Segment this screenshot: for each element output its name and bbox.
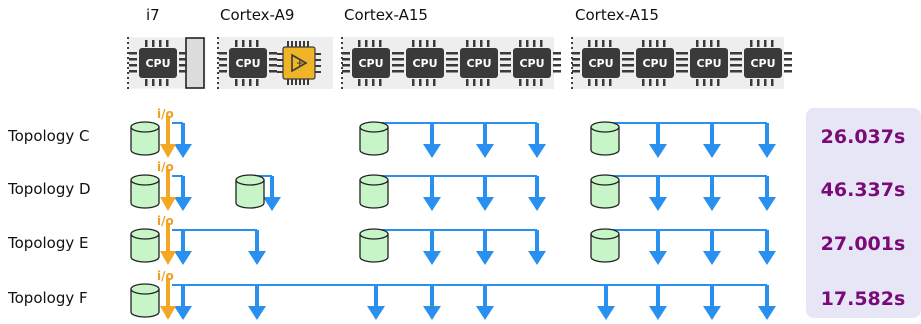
cpu-chip-icon: CPU bbox=[734, 40, 792, 86]
storage-cylinder-icon bbox=[590, 174, 620, 209]
storage-cylinder-icon bbox=[359, 174, 389, 209]
i7-board: CPU bbox=[127, 36, 207, 90]
down-arrow-icon bbox=[174, 285, 192, 320]
down-arrow-icon bbox=[703, 176, 721, 211]
cpu-chip-label: CPU bbox=[519, 57, 544, 70]
processor-label-cortex-a9: Cortex-A9 bbox=[220, 6, 294, 24]
down-arrow-icon bbox=[423, 123, 441, 158]
svg-text:CPU: CPU bbox=[358, 57, 383, 70]
down-arrow-icon bbox=[423, 285, 441, 320]
cpu-chip-icon: CPU bbox=[219, 40, 277, 86]
cortex-a15-board-2: CPU CPU CPU CPU bbox=[571, 37, 792, 89]
time-panel bbox=[806, 108, 921, 318]
cpu-chip-label: CPU bbox=[642, 57, 667, 70]
down-arrow-icon bbox=[703, 123, 721, 158]
down-arrow-icon bbox=[528, 176, 546, 211]
cpu-chip-icon: CPU bbox=[450, 40, 508, 86]
down-arrow-icon bbox=[758, 285, 776, 320]
storage-cylinder-icon bbox=[130, 174, 160, 209]
fpga-chip-icon bbox=[276, 40, 322, 86]
down-arrow-icon bbox=[597, 285, 615, 320]
cpu-chip-label: CPU bbox=[588, 57, 613, 70]
down-arrow-icon bbox=[703, 285, 721, 320]
topology-label: Topology D bbox=[7, 180, 91, 198]
topology-label: Topology C bbox=[7, 127, 89, 145]
cpu-chip-icon: CPU bbox=[572, 40, 630, 86]
cortex-a9-board: CPU bbox=[217, 37, 333, 89]
storage-cylinder-icon bbox=[359, 228, 389, 263]
cpu-chip-icon: CPU bbox=[680, 40, 738, 86]
topology-row: Topology C 26.037s bbox=[7, 126, 905, 148]
down-arrow-icon bbox=[649, 230, 667, 265]
io-label: i/o bbox=[157, 269, 174, 283]
io-arrow-icon: i/o bbox=[157, 269, 176, 320]
storage-cylinder-icon bbox=[130, 228, 160, 263]
io-arrow-icon: i/o bbox=[157, 107, 176, 158]
topology-label: Topology E bbox=[7, 234, 88, 252]
down-arrow-icon bbox=[174, 123, 192, 158]
cpu-chip-icon: CPU bbox=[503, 40, 561, 86]
topology-row: Topology F 17.582s bbox=[7, 288, 905, 310]
cpu-chip-label: CPU bbox=[696, 57, 721, 70]
down-arrow-icon bbox=[758, 230, 776, 265]
storage-cylinder-icon bbox=[235, 174, 265, 209]
down-arrow-icon bbox=[174, 230, 192, 265]
down-arrow-icon bbox=[248, 285, 266, 320]
down-arrow-icon bbox=[649, 176, 667, 211]
down-arrow-icon bbox=[423, 230, 441, 265]
io-arrow-icon: i/o bbox=[157, 214, 176, 265]
cpu-chip-label: CPU bbox=[412, 57, 437, 70]
cpu-chip-label: CPU bbox=[466, 57, 491, 70]
execution-time: 27.001s bbox=[821, 233, 906, 255]
topology-label: Topology F bbox=[7, 289, 88, 307]
down-arrow-icon bbox=[758, 176, 776, 211]
down-arrow-icon bbox=[248, 230, 266, 265]
down-arrow-icon bbox=[528, 123, 546, 158]
processor-label-cortex-a15-1: Cortex-A15 bbox=[344, 6, 428, 24]
execution-time: 46.337s bbox=[821, 179, 906, 201]
topology-row: Topology D 46.337s bbox=[7, 179, 905, 201]
cortex-a15-board-1: CPU CPU CPU CPU bbox=[341, 37, 561, 89]
topology-row: Topology E 27.001s bbox=[7, 233, 905, 255]
down-arrow-icon bbox=[703, 230, 721, 265]
io-label: i/o bbox=[157, 214, 174, 228]
down-arrow-icon bbox=[476, 285, 494, 320]
cpu-chip-label: CPU bbox=[750, 57, 775, 70]
cpu-chip-icon: CPU bbox=[342, 40, 400, 86]
down-arrow-icon bbox=[528, 230, 546, 265]
down-arrow-icon bbox=[649, 285, 667, 320]
svg-text:CPU: CPU bbox=[145, 57, 170, 70]
execution-time: 26.037s bbox=[821, 126, 906, 148]
io-label: i/o bbox=[157, 160, 174, 174]
down-arrow-icon bbox=[367, 285, 385, 320]
processor-label-i7: i7 bbox=[146, 6, 160, 24]
down-arrow-icon bbox=[476, 123, 494, 158]
processor-label-cortex-a15-2: Cortex-A15 bbox=[575, 6, 659, 24]
down-arrow-icon bbox=[649, 123, 667, 158]
cpu-chip-icon: CPU bbox=[396, 40, 454, 86]
down-arrow-icon bbox=[423, 176, 441, 211]
gpu-slot-icon bbox=[185, 37, 205, 89]
down-arrow-icon bbox=[758, 123, 776, 158]
svg-text:CPU: CPU bbox=[235, 57, 260, 70]
storage-cylinder-icon bbox=[359, 121, 389, 156]
cpu-chip-icon: CPU bbox=[626, 40, 684, 86]
down-arrow-icon bbox=[476, 230, 494, 265]
down-arrow-icon bbox=[263, 176, 281, 211]
storage-cylinder-icon bbox=[130, 121, 160, 156]
storage-cylinder-icon bbox=[130, 283, 160, 318]
io-arrow-icon: i/o bbox=[157, 160, 176, 211]
processor-row: i7 Cortex-A9 Cortex-A15 Cortex-A15 CPU C… bbox=[127, 6, 659, 90]
down-arrow-icon bbox=[174, 176, 192, 211]
down-arrow-icon bbox=[476, 176, 494, 211]
execution-time: 17.582s bbox=[821, 288, 906, 310]
io-label: i/o bbox=[157, 107, 174, 121]
storage-cylinder-icon bbox=[590, 228, 620, 263]
cpu-chip-icon: CPU bbox=[129, 40, 187, 86]
storage-cylinder-icon bbox=[590, 121, 620, 156]
